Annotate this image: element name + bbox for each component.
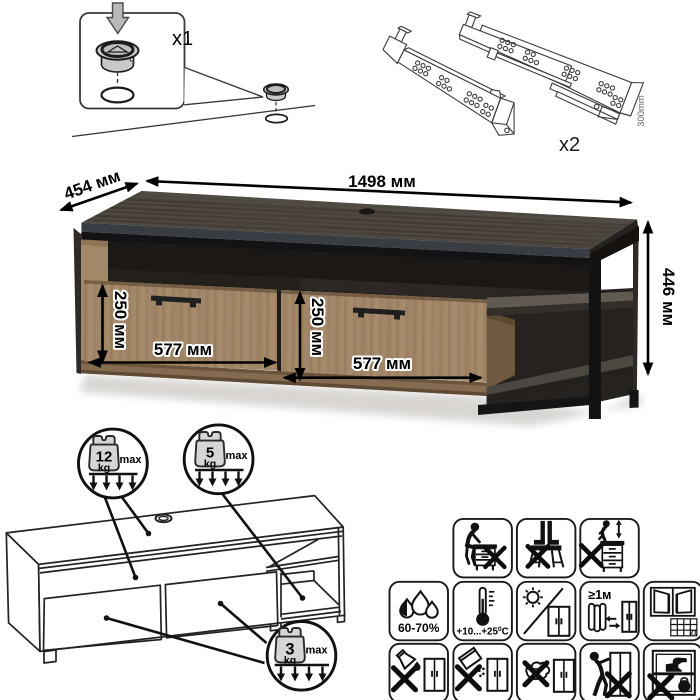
svg-text:5: 5 — [206, 445, 214, 462]
svg-text:3: 3 — [285, 641, 294, 659]
svg-text:max: max — [306, 645, 329, 657]
svg-text:446 мм: 446 мм — [659, 268, 678, 326]
svg-text:max: max — [120, 454, 143, 466]
svg-text:250 мм: 250 мм — [111, 291, 130, 349]
svg-text:250 мм: 250 мм — [308, 298, 327, 356]
svg-text:577 мм: 577 мм — [353, 354, 411, 373]
svg-text:21: 21 — [690, 630, 697, 636]
svg-text:max: max — [226, 450, 249, 462]
svg-text:≥1м: ≥1м — [588, 588, 611, 602]
svg-text:1498 мм: 1498 мм — [348, 172, 416, 191]
svg-text:x2: x2 — [559, 134, 580, 156]
svg-text:kg: kg — [98, 462, 110, 474]
svg-text:60-70%: 60-70% — [398, 621, 440, 635]
svg-text:12: 12 — [96, 449, 113, 466]
svg-text:+10...+250C: +10...+250C — [457, 626, 509, 638]
svg-text:kg: kg — [204, 458, 216, 470]
svg-text:577 мм: 577 мм — [154, 340, 212, 359]
svg-text:300mm: 300mm — [636, 95, 647, 127]
svg-text:kg: kg — [284, 655, 296, 667]
svg-text:x1: x1 — [172, 28, 193, 50]
